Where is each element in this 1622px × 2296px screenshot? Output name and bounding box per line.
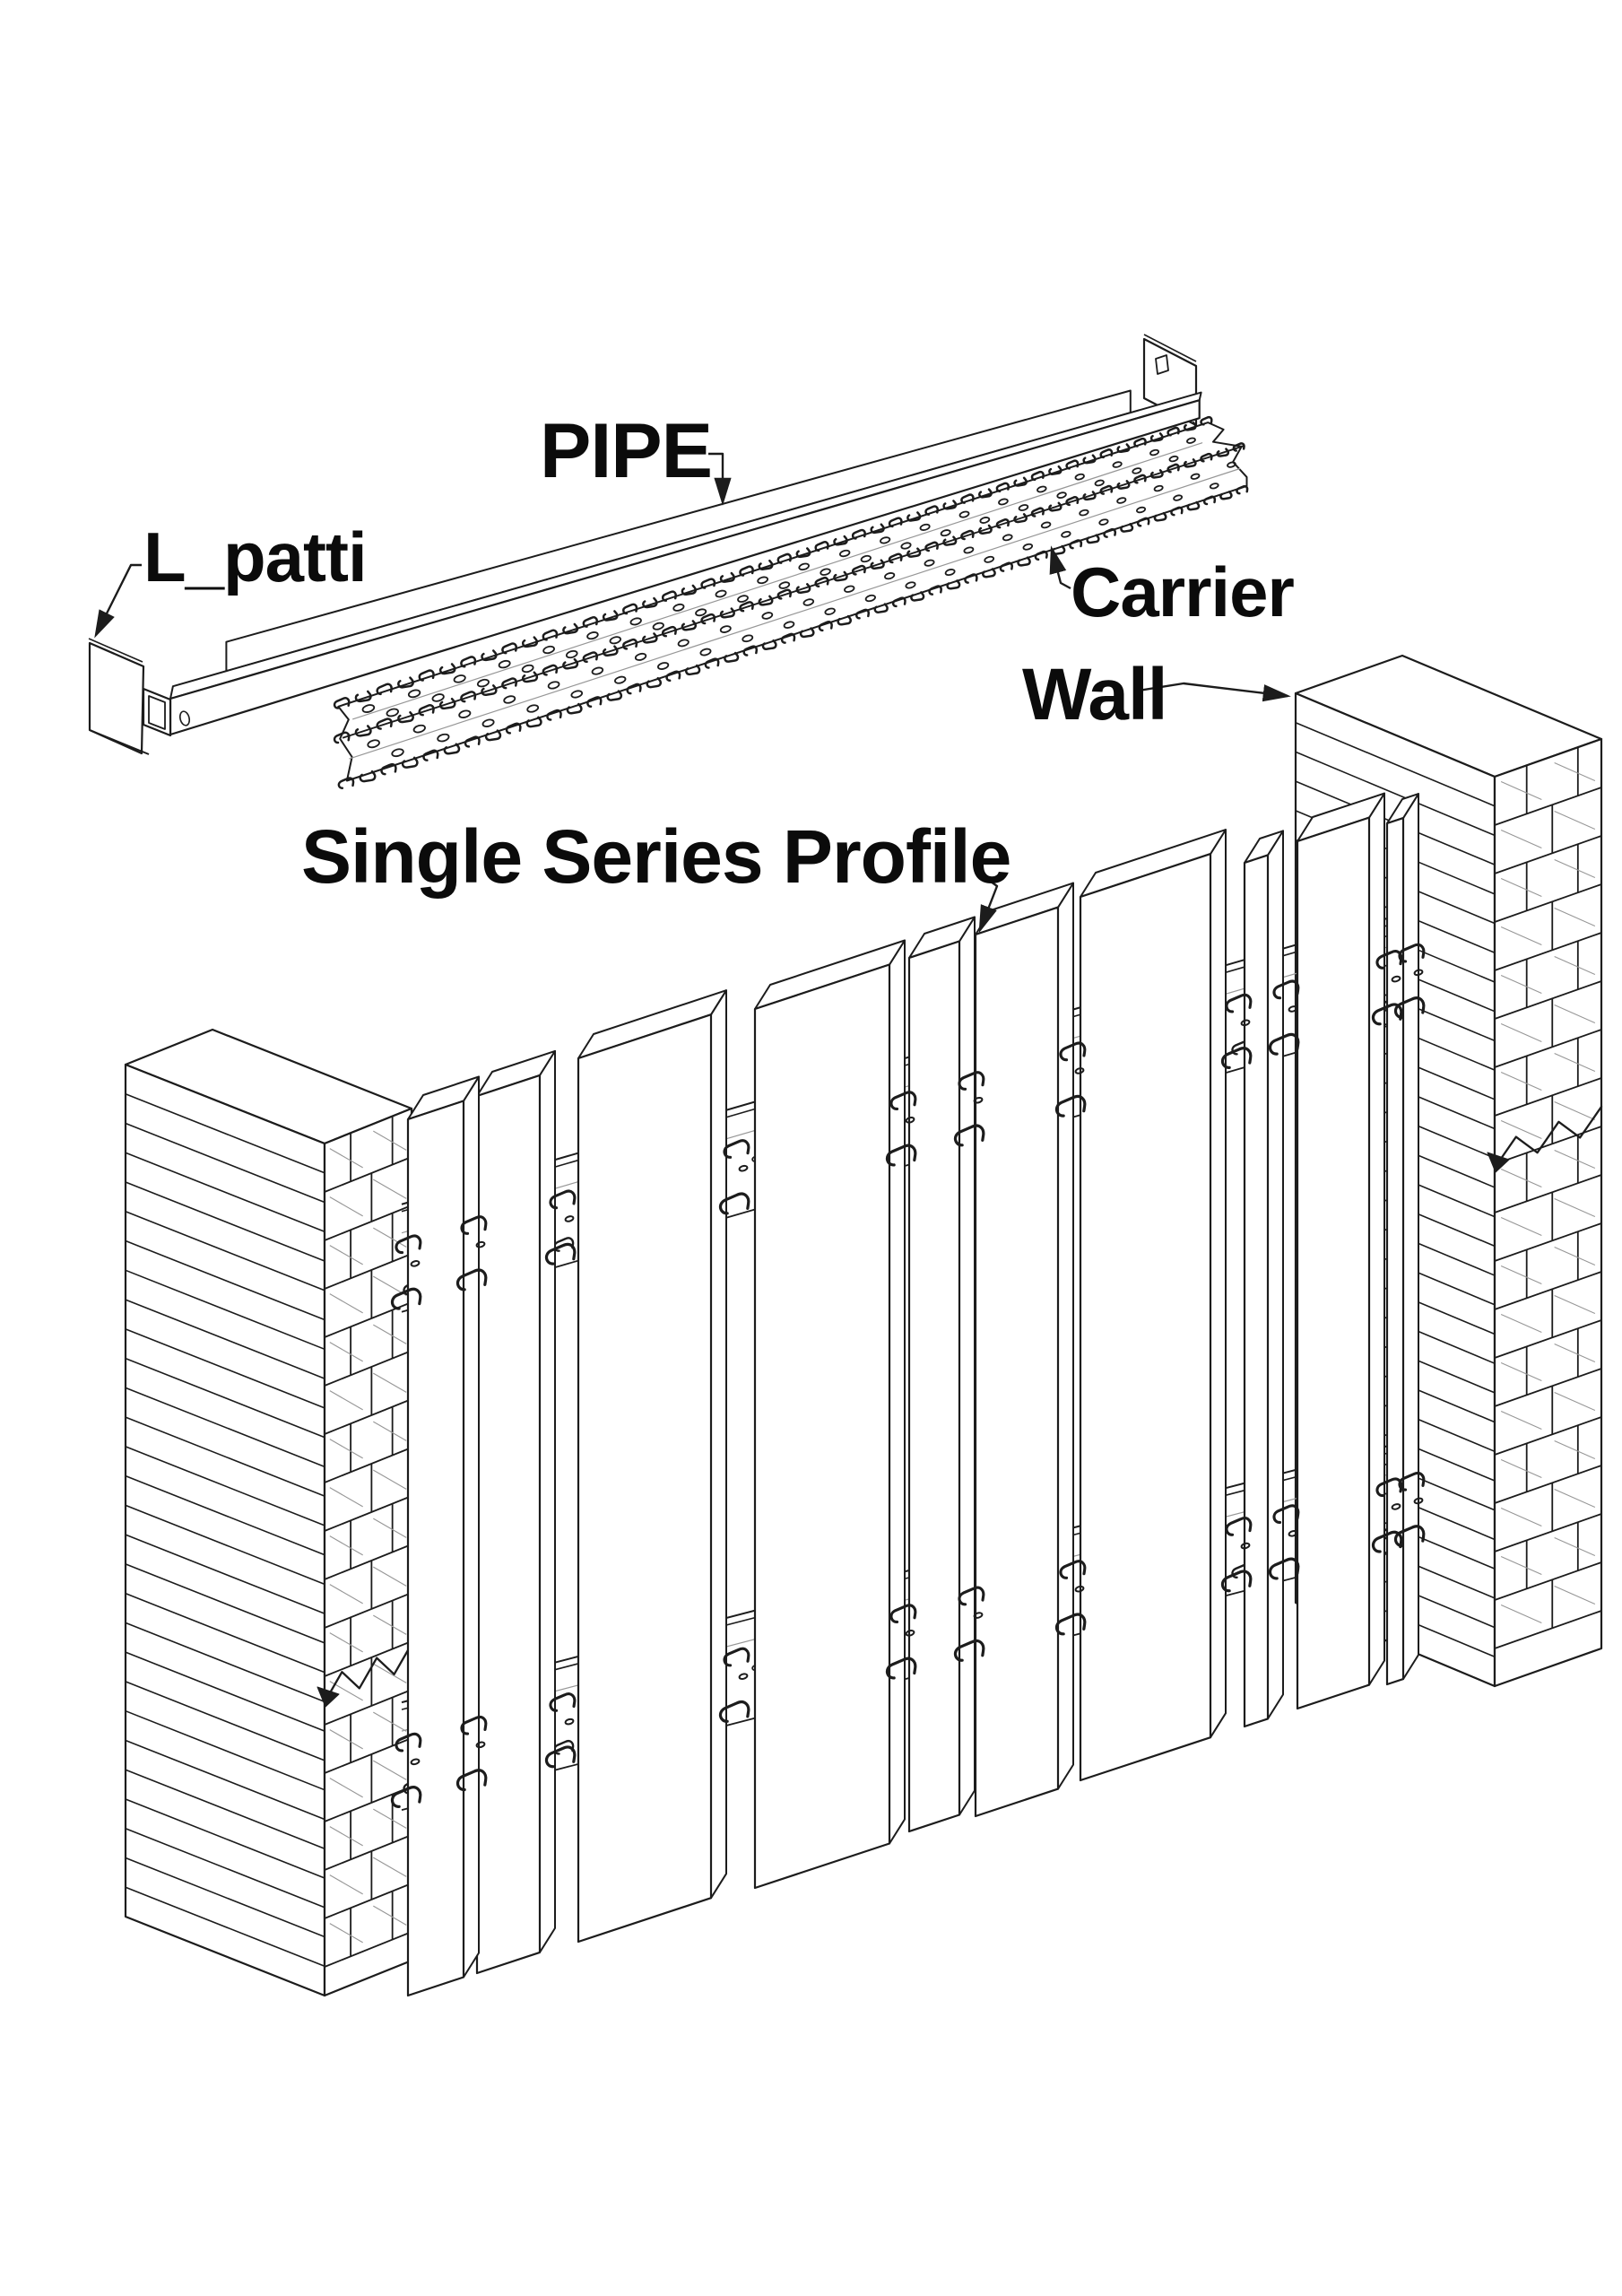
label-l-patti: L_patti — [143, 517, 367, 596]
l-patti-bracket — [88, 638, 191, 755]
profile-slats — [406, 792, 1419, 1997]
leader-lines — [94, 452, 1291, 934]
label-wall: Wall — [1022, 654, 1167, 735]
labels: PIPE L_patti Carrier Wall Single Series … — [143, 408, 1295, 899]
fixing-clips — [389, 943, 1427, 1810]
pipe-drawing — [169, 391, 1202, 736]
left-brick-column — [124, 1028, 413, 1997]
top-assembly — [88, 334, 1249, 790]
label-carrier: Carrier — [1071, 552, 1294, 631]
label-pipe: PIPE — [540, 408, 712, 494]
carrier-drawing — [333, 416, 1249, 790]
label-single-series-profile: Single Series Profile — [301, 814, 1010, 899]
wall-assembly — [124, 654, 1603, 1997]
